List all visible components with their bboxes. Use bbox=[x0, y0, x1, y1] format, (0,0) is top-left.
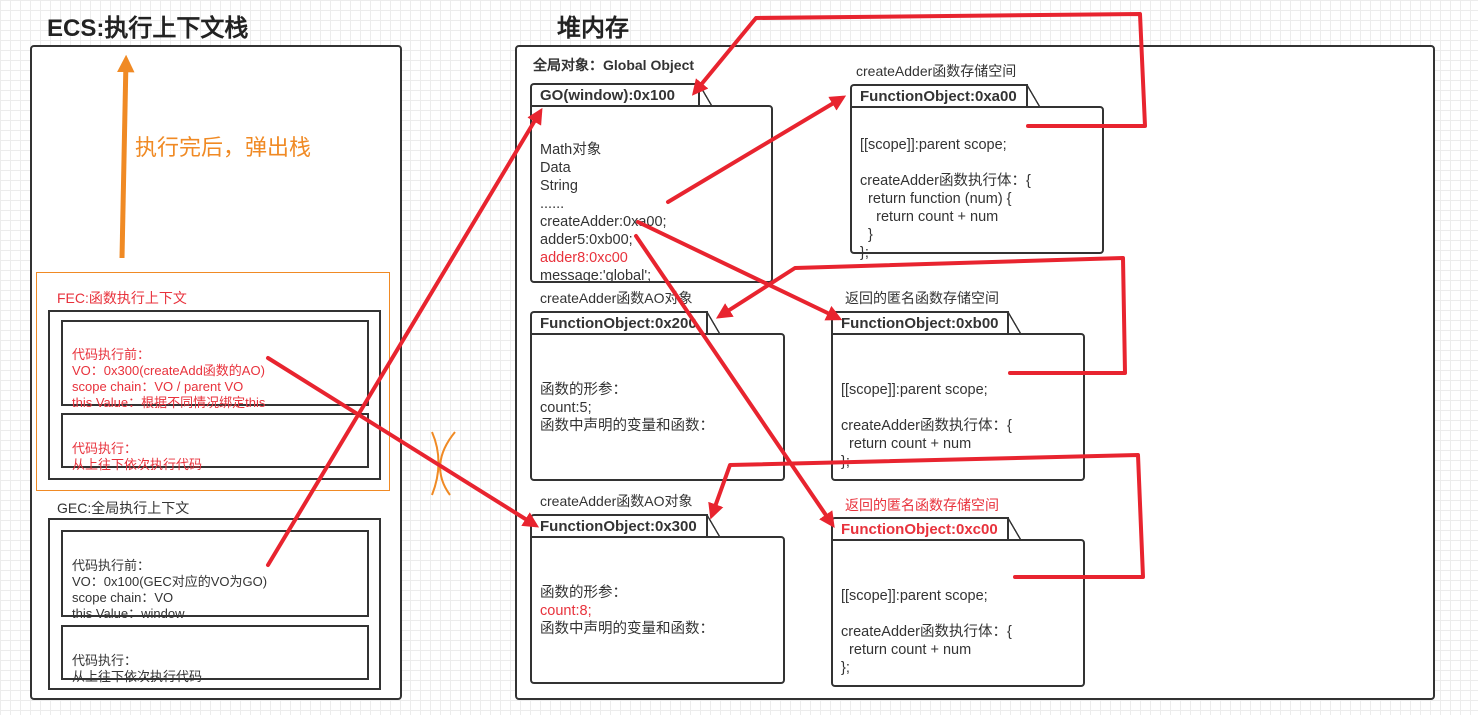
fa00-line: }; bbox=[860, 245, 869, 261]
f300-card: FunctionObject:0x300 函数的形参： count:8; 函数中声明… bbox=[530, 514, 785, 684]
fa00-body bbox=[850, 106, 1104, 254]
go-line-adder8: adder8:0xc00 bbox=[540, 250, 628, 266]
go-line: String bbox=[540, 178, 578, 194]
gec-before-text: 代码执行前：VO：0x100(GEC对应的VO为GO)scope chain：V… bbox=[72, 542, 267, 622]
fec-before-text: 代码执行前：VO：0x300(createAdd函数的AO)scope chai… bbox=[72, 331, 265, 411]
fa00-caption: createAdder函数存储空间 bbox=[856, 63, 1017, 79]
gec-before-line: this Value：window bbox=[72, 606, 185, 621]
fb00-line bbox=[841, 399, 1012, 417]
gec-exec-line: 代码执行： bbox=[72, 653, 138, 668]
fa00-tab: FunctionObject:0xa00 bbox=[850, 84, 1040, 108]
fa00-line: } bbox=[860, 227, 873, 243]
fec-label: FEC:函数执行上下文 bbox=[57, 290, 187, 306]
global-object-label: 全局对象：Global Object bbox=[533, 57, 695, 73]
fec-before-line: this Value：根据不同情况绑定this bbox=[72, 395, 266, 410]
fc00-text: [[scope]]:parent scope; createAdder函数执行体… bbox=[841, 569, 1012, 677]
f200-line: 函数中声明的变量和函数： bbox=[540, 418, 714, 434]
gec-exec-line: 从上往下依次执行代码 bbox=[72, 669, 203, 684]
f200-tab: FunctionObject:0x200 bbox=[530, 311, 720, 335]
f200-text: 函数的形参： count:5; 函数中声明的变量和函数： bbox=[540, 363, 714, 435]
go-line: Data bbox=[540, 160, 571, 176]
f200-caption: createAdder函数AO对象 bbox=[540, 290, 693, 306]
fc00-line bbox=[841, 605, 1012, 623]
fec-exec-text: 代码执行：从上往下依次执行代码 bbox=[72, 425, 202, 473]
fa00-line: [[scope]]:parent scope; bbox=[860, 137, 1007, 153]
go-line: adder5:0xb00; bbox=[540, 232, 633, 248]
fec-exec-line: 从上往下依次执行代码 bbox=[72, 457, 203, 472]
fb00-caption: 返回的匿名函数存储空间 bbox=[845, 290, 999, 306]
fec-exec-line: 代码执行： bbox=[72, 441, 138, 456]
go-tab: GO(window):0x100 bbox=[530, 83, 712, 107]
gec-exec-text: 代码执行：从上往下依次执行代码 bbox=[72, 637, 202, 685]
fec-before-line: VO：0x300(createAdd函数的AO) bbox=[72, 363, 265, 378]
f200-line: count:5; bbox=[540, 400, 592, 416]
pop-note: 执行完后，弹出栈 bbox=[135, 135, 312, 160]
fa00-text: [[scope]]:parent scope; createAdder函数执行体… bbox=[860, 118, 1031, 262]
ecs-title: ECS:执行上下文栈 bbox=[47, 15, 249, 42]
fc00-line: return count + num bbox=[841, 642, 972, 658]
fb00-text: [[scope]]:parent scope; createAdder函数执行体… bbox=[841, 363, 1012, 471]
fa00-line: return count + num bbox=[860, 209, 999, 225]
fc00-caption: 返回的匿名函数存储空间 bbox=[845, 497, 999, 513]
fb00-tab: FunctionObject:0xb00 bbox=[831, 311, 1021, 335]
fa00-line: createAdder函数执行体：{ bbox=[860, 173, 1031, 189]
f200-line: 函数的形参： bbox=[540, 382, 627, 398]
fc00-card: FunctionObject:0xc00 [[scope]]:parent sc… bbox=[831, 517, 1085, 687]
go-line: message:'global'; bbox=[540, 268, 652, 284]
go-line: createAdder:0xa00; bbox=[540, 214, 667, 230]
gec-label: GEC:全局执行上下文 bbox=[57, 500, 190, 516]
gec-before-line: 代码执行前： bbox=[72, 558, 151, 573]
f300-line: 函数的形参： bbox=[540, 585, 627, 601]
fa00-line: return function (num) { bbox=[860, 191, 1012, 207]
fb00-line: }; bbox=[841, 454, 850, 470]
fec-before-line: scope chain：VO / parent VO bbox=[72, 379, 244, 394]
fc00-line: [[scope]]:parent scope; bbox=[841, 588, 988, 604]
cross-mark bbox=[431, 431, 456, 496]
fc00-line: }; bbox=[841, 660, 850, 676]
fa00-card: FunctionObject:0xa00 [[scope]]:parent sc… bbox=[850, 84, 1104, 261]
fa00-line bbox=[860, 154, 1031, 172]
gec-before-line: scope chain：VO bbox=[72, 590, 174, 605]
f300-tab: FunctionObject:0x300 bbox=[530, 514, 720, 538]
fb00-card: FunctionObject:0xb00 [[scope]]:parent sc… bbox=[831, 311, 1085, 481]
gec-exec-box bbox=[61, 625, 369, 680]
fb00-line: [[scope]]:parent scope; bbox=[841, 382, 988, 398]
fec-before-line: 代码执行前： bbox=[72, 347, 151, 362]
go-line: Math对象 bbox=[540, 142, 602, 158]
f300-line-count: count:8; bbox=[540, 603, 592, 619]
heap-title: 堆内存 bbox=[557, 15, 629, 42]
go-line: ...... bbox=[540, 196, 565, 212]
fc00-tab: FunctionObject:0xc00 bbox=[831, 517, 1021, 541]
fb00-line: return count + num bbox=[841, 436, 972, 452]
f300-text: 函数的形参： count:8; 函数中声明的变量和函数： bbox=[540, 566, 714, 638]
f200-card: FunctionObject:0x200 函数的形参： count:5; 函数中声明… bbox=[530, 311, 785, 481]
f300-caption: createAdder函数AO对象 bbox=[540, 493, 693, 509]
fc00-line: createAdder函数执行体：{ bbox=[841, 624, 1012, 640]
fb00-line: createAdder函数执行体：{ bbox=[841, 418, 1012, 434]
f300-line: 函数中声明的变量和函数： bbox=[540, 621, 714, 637]
gec-before-line: VO：0x100(GEC对应的VO为GO) bbox=[72, 574, 268, 589]
